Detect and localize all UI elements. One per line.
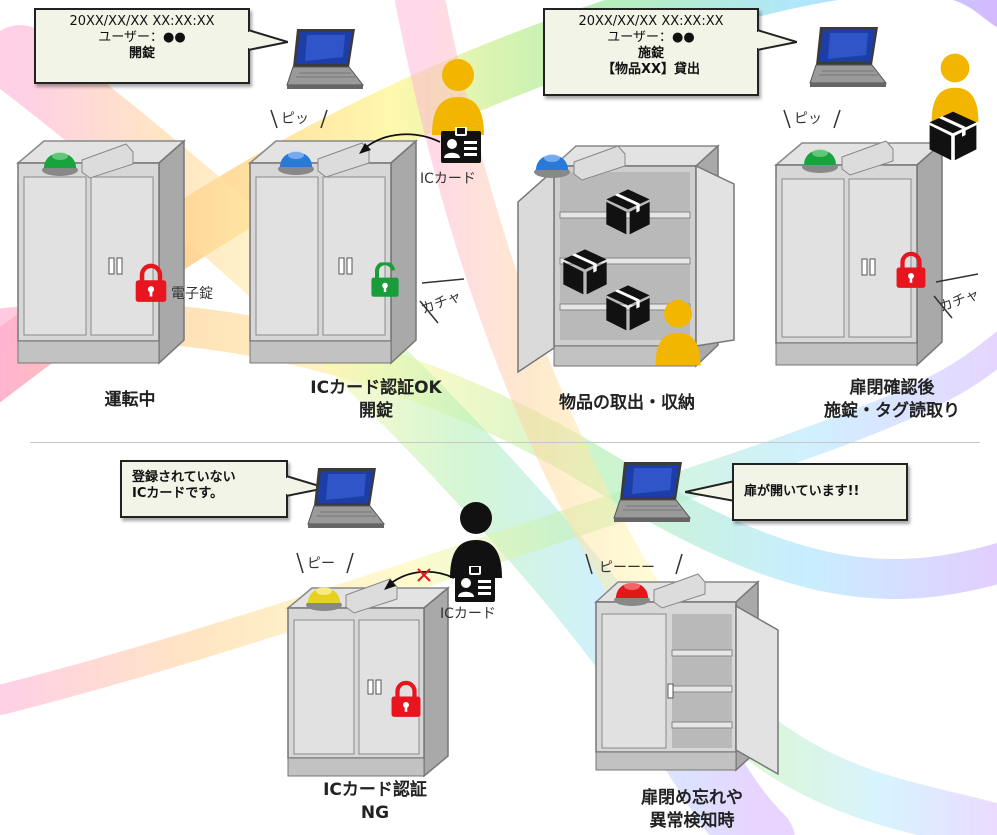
callout-tail <box>286 474 326 498</box>
click-sound-marks <box>933 273 979 319</box>
laptop-icon <box>285 27 365 91</box>
ic-card-label: ICカード <box>420 171 476 187</box>
status-lamp-blue <box>534 145 626 181</box>
ic-card-label: ICカード <box>440 606 496 622</box>
cabinet-closed <box>15 139 186 365</box>
beep-sound-marks <box>270 109 328 129</box>
beep-label: ピー <box>307 556 335 572</box>
beep-sound-marks <box>296 552 354 574</box>
beep-short-label: ピッ <box>794 111 822 127</box>
door-open-alert-callout: 扉が開いています!! <box>732 463 908 521</box>
stage-label-ic-ok: ICカード認証OK 開錠 <box>310 378 442 421</box>
padlock-closed-icon <box>389 680 423 718</box>
padlock-closed-icon <box>894 251 928 289</box>
status-lamp-blue <box>278 142 370 178</box>
id-card-icon <box>455 566 495 602</box>
card-swipe-arrow <box>384 568 455 590</box>
callout-tail <box>757 28 797 52</box>
callout-tail <box>685 479 735 503</box>
stage-label-take-store: 物品の取出・収納 <box>559 393 695 413</box>
status-lamp-green <box>42 143 134 179</box>
user-person-icon <box>428 55 488 135</box>
user-person-icon <box>652 296 704 366</box>
package-box-icon <box>926 108 980 162</box>
card-swipe-arrow <box>359 133 441 154</box>
callout-tail <box>248 28 288 52</box>
cabinet-locked <box>773 141 944 367</box>
stage-label-running: 運転中 <box>104 390 156 410</box>
unregistered-card-callout: 登録されていない ICカードです。 <box>120 460 288 518</box>
laptop-icon <box>808 25 888 89</box>
package-box-icon <box>603 186 653 236</box>
stage-label-anomaly: 扉閉め忘れや 異常検知時 <box>641 788 743 831</box>
status-lamp-green <box>802 140 894 176</box>
padlock-open-icon <box>369 261 401 299</box>
stage-label-ic-ng: ICカード認証 NG <box>323 780 427 823</box>
padlock-closed-icon <box>133 263 169 303</box>
click-sound-marks <box>419 278 465 324</box>
stage-label-lock-tag: 扉閉確認後 施錠・タグ読取り <box>824 378 960 421</box>
unlock-log-callout: 20XX/XX/XX XX:XX:XX ユーザー：●● 開錠 <box>34 8 250 84</box>
cabinet-door-open-alarm <box>594 580 779 776</box>
laptop-icon <box>612 460 692 524</box>
section-divider <box>30 442 980 443</box>
beep-long-label: ピーーー <box>599 560 655 576</box>
beep-sound-marks <box>783 109 841 129</box>
laptop-icon <box>306 466 386 530</box>
beep-short-label: ピッ <box>281 111 309 127</box>
id-card-icon <box>441 127 481 163</box>
electronic-lock-label: 電子錠 <box>171 286 213 302</box>
lock-log-callout: 20XX/XX/XX XX:XX:XX ユーザー：●● 施錠 【物品XX】貸出 <box>543 8 759 96</box>
package-box-icon <box>603 282 653 332</box>
cabinet-unlocked <box>247 139 418 365</box>
alarm-sound-marks <box>585 553 683 575</box>
status-lamp-yellow <box>306 578 398 614</box>
status-lamp-red <box>614 573 706 609</box>
